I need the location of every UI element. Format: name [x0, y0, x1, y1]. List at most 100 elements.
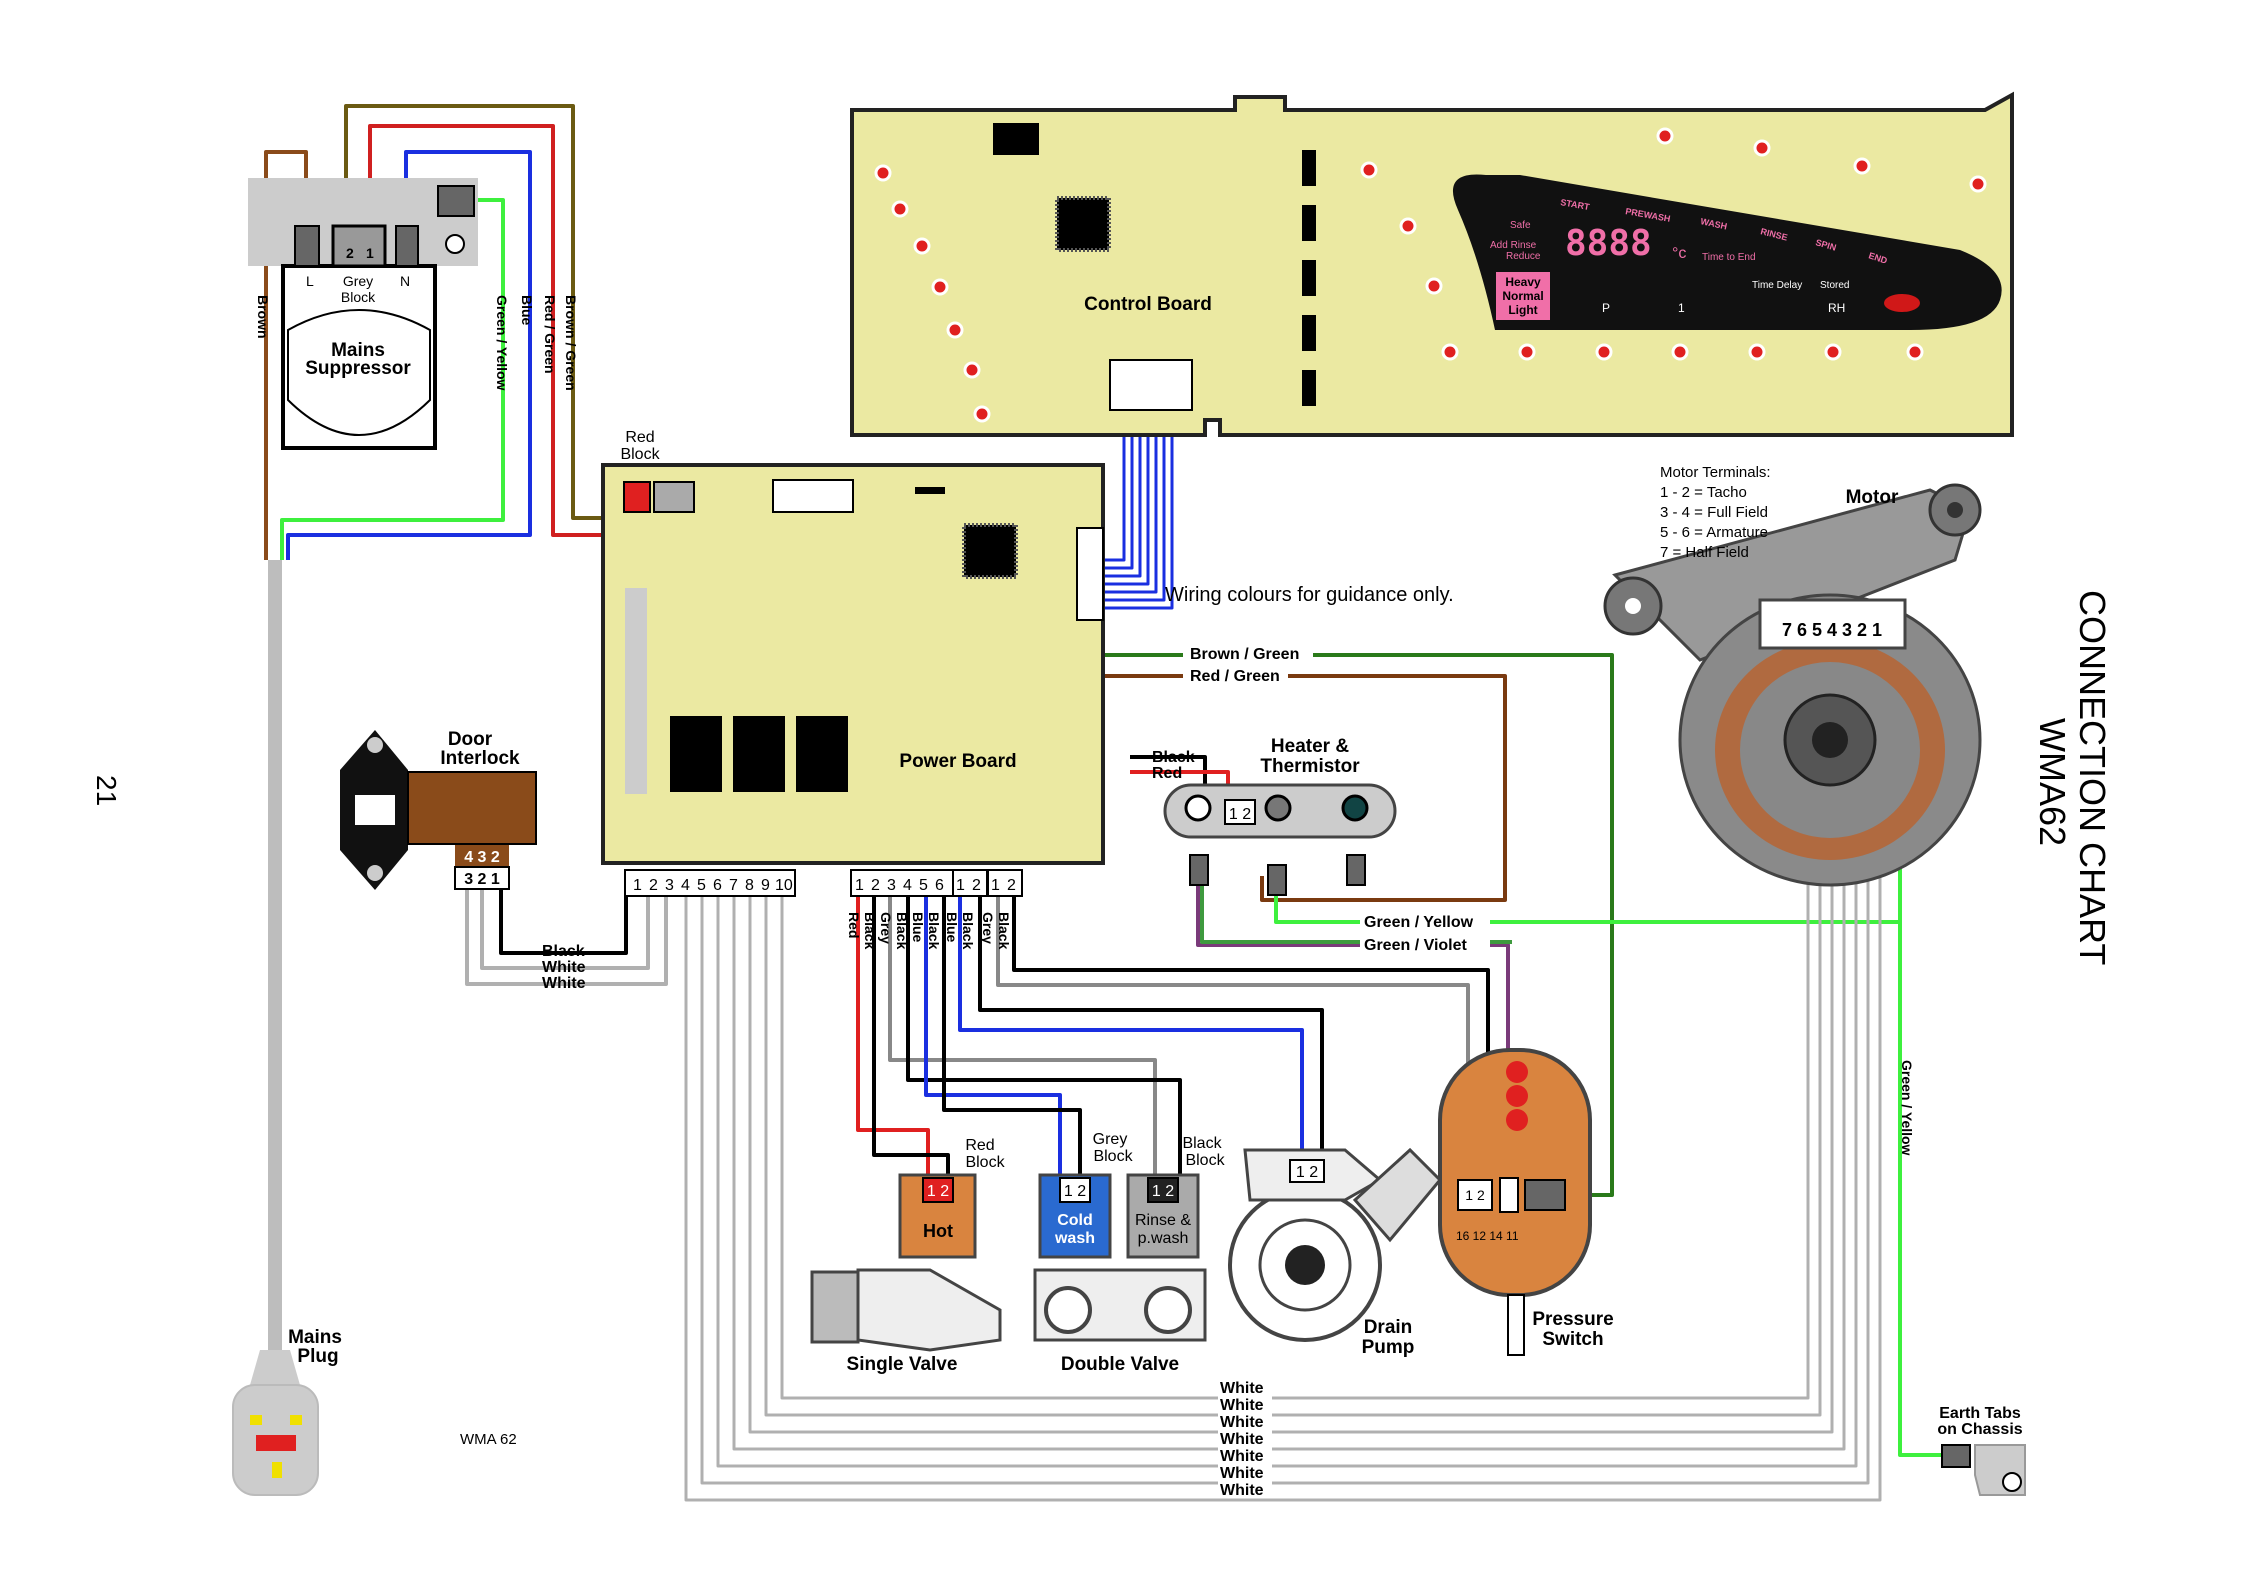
- svg-text:3: 3: [887, 877, 896, 894]
- power-board-label: Power Board: [899, 751, 1016, 772]
- svg-text:1 2: 1 2: [1229, 806, 1251, 823]
- svg-text:9: 9: [761, 877, 770, 894]
- svg-text:Light: Light: [1508, 303, 1537, 317]
- svg-text:Reduce: Reduce: [1506, 251, 1541, 262]
- svg-text:Block: Block: [1185, 1152, 1225, 1169]
- svg-text:Grey: Grey: [343, 273, 373, 289]
- svg-text:4: 4: [903, 877, 912, 894]
- earth-icon: [445, 234, 465, 254]
- svg-text:Black: Black: [926, 912, 942, 950]
- wire-green-yellow-heater: [1274, 885, 1900, 924]
- connector-2pin-b: 1 2: [987, 869, 1023, 897]
- svg-text:Grey: Grey: [980, 912, 996, 944]
- svg-text:2: 2: [1007, 877, 1016, 894]
- svg-text:6: 6: [713, 877, 722, 894]
- svg-text:p.wash: p.wash: [1138, 1230, 1189, 1247]
- wire-black-cold-2: [942, 892, 1082, 1185]
- svg-text:2: 2: [346, 245, 354, 261]
- wire-white-bundle: [748, 655, 1834, 1434]
- earth-tabs: Earth Tabs on Chassis: [1937, 1405, 2026, 1496]
- control-board: Control Board 8888 °c Time to End Safe A…: [850, 91, 2014, 437]
- svg-text:Pump: Pump: [1362, 1337, 1415, 1358]
- svg-text:White: White: [542, 975, 586, 992]
- svg-text:wash: wash: [1054, 1230, 1095, 1247]
- svg-text:Red: Red: [625, 429, 654, 446]
- svg-text:5: 5: [697, 877, 706, 894]
- wire-label-green-yellow-h: Green / Yellow: [1364, 914, 1474, 931]
- wire-blue-mains: [286, 150, 532, 560]
- svg-text:Stored: Stored: [1820, 280, 1849, 291]
- svg-text:Earth Tabs: Earth Tabs: [1939, 1405, 2021, 1422]
- svg-text:White: White: [1220, 1431, 1264, 1448]
- ribbon-wire: [1100, 410, 1158, 594]
- motor: 7 6 5 4 3 2 1 Motor: [1603, 483, 1982, 887]
- svg-text:Red: Red: [965, 1137, 994, 1154]
- svg-text:Heavy: Heavy: [1505, 275, 1541, 289]
- wire-black-heater: [1130, 755, 1207, 790]
- wire-white-bundle: [732, 655, 1846, 1451]
- mains-suppressor: 2 1 L N Grey Block Mains Suppressor: [248, 178, 478, 450]
- double-valve: 1 2 Cold wash 1 2 Rinse & p.wash Double …: [1033, 1173, 1207, 1375]
- wire-black-door: [499, 890, 628, 955]
- mains-plug: Mains Plug: [232, 1327, 342, 1496]
- svg-text:Normal: Normal: [1502, 289, 1543, 303]
- svg-text:Single Valve: Single Valve: [847, 1354, 958, 1375]
- svg-text:1: 1: [991, 877, 1000, 894]
- svg-text:7 = Half Field: 7 = Half Field: [1660, 544, 1749, 561]
- wire-black-cold: [906, 892, 1182, 1185]
- svg-text:7 6 5 4 3 2 1: 7 6 5 4 3 2 1: [1782, 620, 1882, 640]
- svg-text:1: 1: [1678, 301, 1685, 315]
- svg-text:RH: RH: [1828, 301, 1845, 315]
- wire-white-bundle: [684, 655, 1882, 1502]
- svg-text:3 - 4 = Full Field: 3 - 4 = Full Field: [1660, 504, 1768, 521]
- svg-text:White: White: [1220, 1448, 1264, 1465]
- svg-text:P: P: [1602, 301, 1610, 315]
- ribbon-wire: [1100, 410, 1166, 602]
- svg-text:3 2 1: 3 2 1: [464, 871, 500, 888]
- display-digits: 8888: [1565, 223, 1652, 264]
- svg-text:Pressure: Pressure: [1532, 1309, 1613, 1330]
- wire-white-bundle: [780, 655, 1810, 1400]
- svg-text:1: 1: [633, 877, 642, 894]
- svg-text:Black: Black: [542, 943, 585, 960]
- svg-text:8: 8: [745, 877, 754, 894]
- connector-6pin: 1 2 3 4 5 6: [850, 869, 954, 897]
- svg-text:L: L: [306, 273, 314, 289]
- single-valve: 1 2 Hot Single Valve: [810, 1173, 1002, 1375]
- svg-text:Grey: Grey: [878, 912, 894, 944]
- wire-blue-cold: [924, 892, 1062, 1185]
- svg-text:Suppressor: Suppressor: [305, 358, 411, 379]
- svg-text:Interlock: Interlock: [440, 748, 520, 769]
- svg-text:on Chassis: on Chassis: [1937, 1421, 2022, 1438]
- wire-label-brown: Brown: [255, 295, 271, 339]
- connector-10pin: 1 2 3 4 5 6 7 8 9 10: [624, 869, 796, 897]
- control-board-label: Control Board: [1084, 294, 1212, 315]
- wire-grey-rinse: [888, 892, 1157, 1185]
- wire-label-green-yellow-earth: Green / Yellow: [1899, 1060, 1915, 1156]
- svg-text:Safe: Safe: [1510, 220, 1531, 231]
- svg-text:Mains: Mains: [288, 1327, 342, 1348]
- svg-text:4: 4: [681, 877, 690, 894]
- svg-text:Black: Black: [1182, 1135, 1222, 1152]
- pressure-switch: 1 2 16 12 14 11 Pressure Switch: [1438, 1048, 1614, 1356]
- wire-red-hot: [856, 892, 930, 1185]
- svg-text:White: White: [1220, 1482, 1264, 1499]
- svg-text:16 12 14 11: 16 12 14 11: [1456, 1229, 1519, 1243]
- wire-white-door-1: [480, 890, 650, 970]
- svg-text:Switch: Switch: [1542, 1329, 1603, 1350]
- svg-text:White: White: [1220, 1380, 1264, 1397]
- white-wire-labels: White White White White White White Whit…: [1218, 1378, 1272, 1499]
- heater-thermistor: 1 2 Heater & Thermistor: [1163, 736, 1397, 896]
- svg-text:Motor Terminals:: Motor Terminals:: [1660, 464, 1771, 481]
- svg-text:Red: Red: [1152, 765, 1182, 782]
- motor-terminals-legend: Motor Terminals: 1 - 2 = Tacho 3 - 4 = F…: [1660, 464, 1771, 561]
- wire-black-pump: [978, 892, 1324, 1160]
- svg-text:N: N: [400, 273, 410, 289]
- wire-white-bundle: [716, 655, 1858, 1468]
- wire-label-green-violet: Green / Violet: [1364, 937, 1468, 954]
- wire-white-door-2: [465, 890, 668, 986]
- svg-text:1 2: 1 2: [1296, 1164, 1318, 1181]
- wire-label-red-green-h: Red / Green: [1190, 668, 1280, 685]
- page-number: 21: [91, 775, 122, 806]
